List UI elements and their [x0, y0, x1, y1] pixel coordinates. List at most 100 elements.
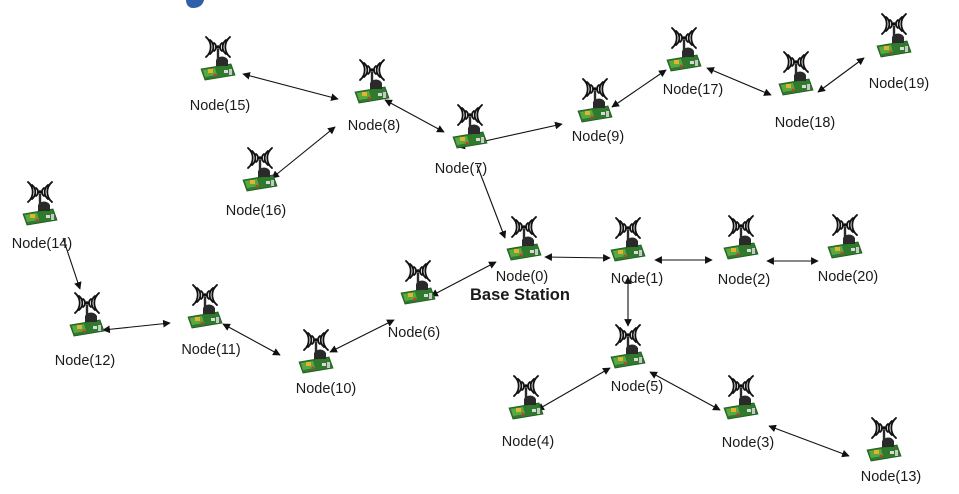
wireless-signal-icon — [871, 417, 897, 439]
sensor-node-icon — [298, 329, 334, 374]
edge-n5-n4 — [536, 367, 611, 411]
node-label: Node(14) — [12, 236, 72, 252]
node-label: Node(0) — [496, 269, 548, 285]
wireless-signal-icon — [303, 329, 329, 351]
sensor-node-icon — [876, 13, 912, 58]
wireless-signal-icon — [832, 214, 858, 236]
node-15: Node(15) — [190, 36, 250, 114]
sensor-node-icon — [187, 284, 223, 329]
node-3: Node(3) — [722, 375, 774, 451]
sensor-node-icon — [400, 260, 436, 305]
edge-n15-n8 — [242, 72, 339, 101]
sensor-node-icon — [242, 147, 278, 192]
wireless-signal-icon — [783, 51, 809, 73]
wireless-signal-icon — [192, 284, 218, 306]
wireless-signal-icon — [671, 27, 697, 49]
sensor-node-icon — [610, 324, 646, 369]
sensor-node-icon — [506, 216, 542, 261]
wireless-signal-icon — [728, 375, 754, 397]
edge-n8-n7 — [384, 99, 445, 133]
sensor-node-icon — [827, 214, 863, 259]
node-label: Node(12) — [55, 353, 115, 369]
node-1: Node(1) — [610, 217, 663, 287]
edges-layer — [62, 57, 865, 458]
sensor-node-icon — [69, 292, 105, 337]
node-label: Node(10) — [296, 381, 356, 397]
node-label: Node(5) — [611, 379, 663, 395]
node-label: Node(16) — [226, 203, 286, 219]
node-13: Node(13) — [861, 417, 921, 485]
sensor-node-icon — [778, 51, 814, 96]
sensor-node-icon — [354, 59, 390, 104]
edge-n5-n3 — [649, 371, 721, 411]
edge-n0-n1 — [544, 253, 611, 262]
sensor-node-icon — [22, 181, 58, 226]
sensor-node-icon — [508, 375, 544, 420]
nodes-layer: Node(0) Node(1) Node(2) Node(3) Node(4) Node(… — [12, 13, 929, 485]
node-12: Node(12) — [55, 292, 115, 369]
sensor-node-icon — [723, 215, 759, 260]
node-2: Node(2) — [718, 215, 770, 288]
wireless-signal-icon — [615, 324, 641, 346]
node-11: Node(11) — [181, 284, 241, 358]
edge-n3-n13 — [768, 424, 850, 458]
wireless-signal-icon — [457, 104, 483, 126]
node-label: Node(17) — [663, 82, 723, 98]
node-label: Node(7) — [435, 161, 487, 177]
node-10: Node(10) — [296, 329, 356, 397]
wireless-signal-icon — [728, 215, 754, 237]
cropped-header-glyph — [186, 0, 204, 8]
edge-n9-n17 — [611, 69, 667, 108]
sensor-node-icon — [666, 27, 702, 72]
sensor-node-icon — [200, 36, 236, 81]
node-19: Node(19) — [869, 13, 929, 92]
node-16: Node(16) — [226, 147, 286, 219]
edge-n17-n18 — [706, 67, 772, 96]
node-14: Node(14) — [12, 181, 72, 252]
wireless-signal-icon — [205, 36, 231, 58]
node-label: Node(20) — [818, 269, 878, 285]
edge-n11-n12 — [102, 319, 171, 334]
node-label: Node(2) — [718, 272, 770, 288]
node-label: Node(13) — [861, 469, 921, 485]
node-7: Node(7) — [435, 104, 488, 177]
node-6: Node(6) — [388, 260, 440, 341]
wireless-signal-icon — [582, 78, 608, 100]
node-label: Node(11) — [181, 342, 240, 358]
sensor-node-icon — [723, 375, 759, 420]
node-label: Node(18) — [775, 115, 835, 131]
sensor-node-icon — [866, 417, 902, 462]
wireless-signal-icon — [27, 181, 53, 203]
edge-n18-n19 — [817, 57, 865, 93]
node-label: Node(3) — [722, 435, 774, 451]
edge-n8-n16 — [271, 126, 336, 179]
node-17: Node(17) — [663, 27, 723, 98]
node-8: Node(8) — [348, 59, 400, 134]
wireless-signal-icon — [247, 147, 273, 169]
node-9: Node(9) — [572, 78, 624, 145]
wireless-signal-icon — [881, 13, 907, 35]
base-station-label: Base Station — [470, 286, 570, 304]
node-label: Node(9) — [572, 129, 624, 145]
node-label: Node(6) — [388, 325, 440, 341]
node-label: Node(15) — [190, 98, 250, 114]
edge-n6-n10 — [329, 319, 395, 353]
sensor-node-icon — [452, 104, 488, 149]
wireless-signal-icon — [513, 375, 539, 397]
node-label: Node(19) — [869, 76, 929, 92]
wireless-signal-icon — [511, 216, 537, 238]
node-18: Node(18) — [775, 51, 835, 131]
node-5: Node(5) — [610, 324, 663, 395]
node-4: Node(4) — [502, 375, 554, 450]
node-label: Node(1) — [611, 271, 663, 287]
edge-n10-n11 — [222, 323, 281, 356]
edge-n0-n6 — [430, 261, 497, 297]
wireless-signal-icon — [615, 217, 641, 239]
wireless-signal-icon — [405, 260, 431, 282]
node-0: Node(0) — [496, 216, 548, 285]
wireless-signal-icon — [359, 59, 385, 81]
node-20: Node(20) — [818, 214, 878, 285]
wireless-signal-icon — [74, 292, 100, 314]
sensor-node-icon — [610, 217, 646, 262]
